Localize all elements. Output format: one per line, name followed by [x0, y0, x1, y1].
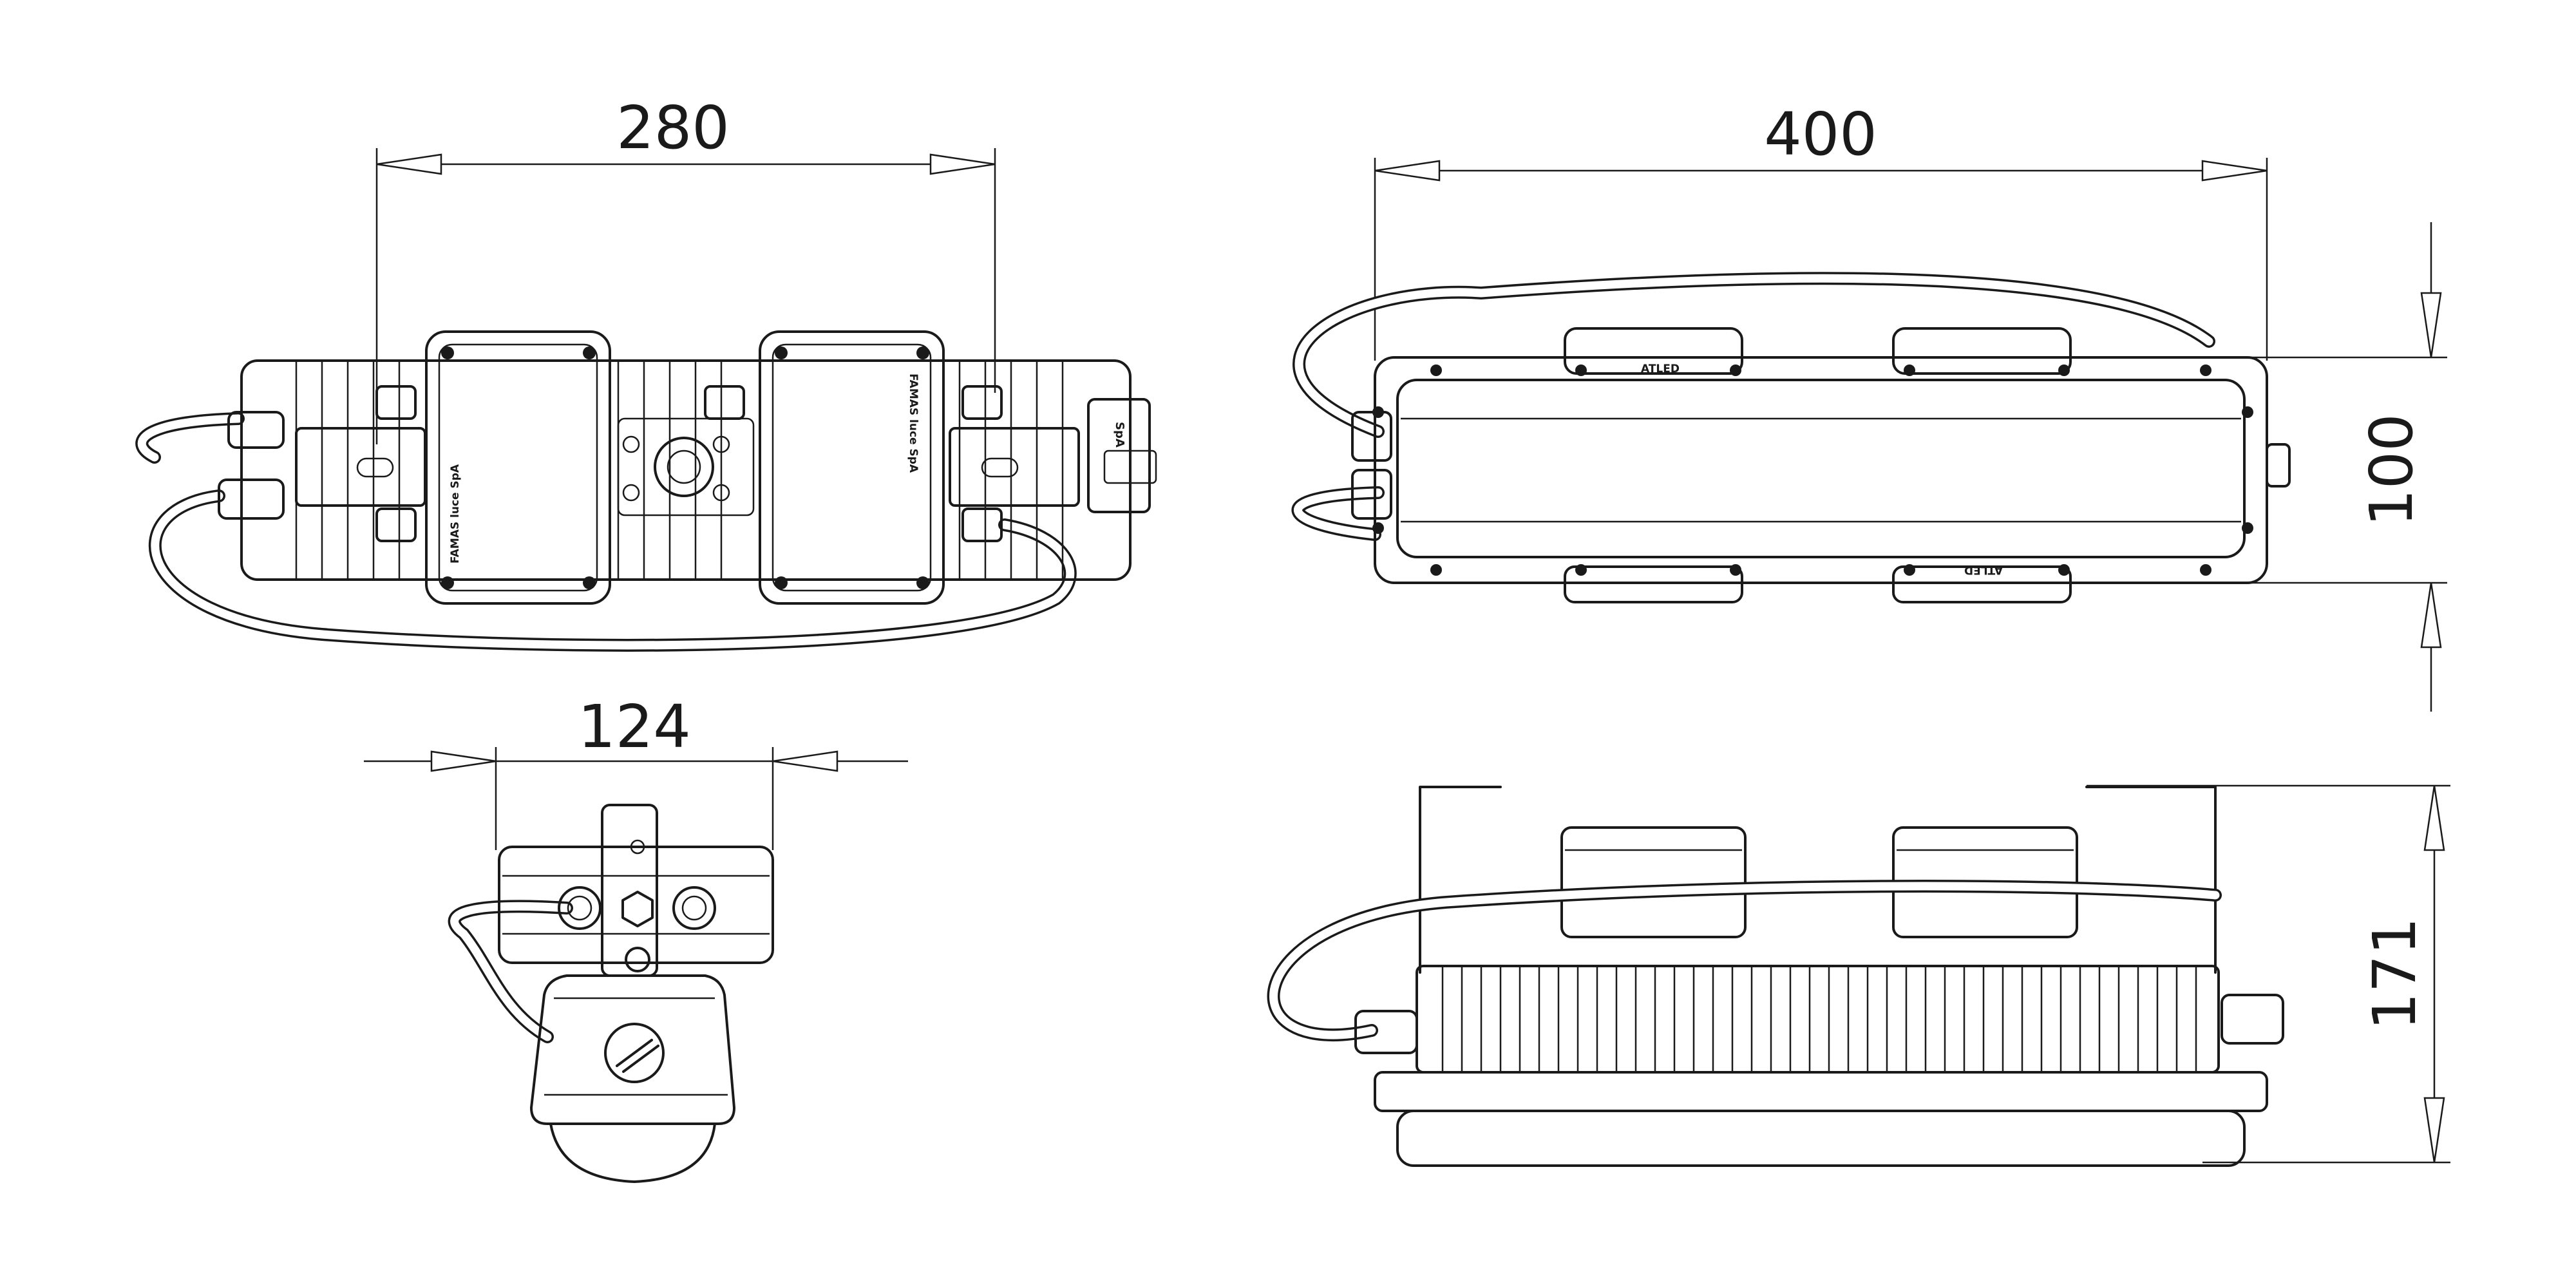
- front-view-tab-top-left: [1564, 327, 1743, 375]
- front-view-cable: [1291, 272, 2215, 541]
- top-view-cable-glands: [218, 385, 1003, 542]
- side-view-2-heatsink-fins: [1441, 966, 2197, 1072]
- brand-short-label: SpA: [1113, 422, 1126, 448]
- side-view-2-heatsink: [1416, 965, 2220, 1074]
- dimension-100: 100: [2215, 222, 2447, 712]
- side-view-cable: [448, 900, 573, 1043]
- top-view: 280 FAMAS luce SpA FAMAS luce SpA: [135, 93, 1157, 652]
- dimension-text-280: 280: [616, 93, 730, 162]
- top-view-cable: [135, 412, 1077, 652]
- side-view-body: [530, 974, 735, 1125]
- side-view-2-bracket-left: [1419, 786, 1502, 974]
- side-view-2-junction-box-left: [1560, 826, 1747, 938]
- side-view-2-gland-right: [2221, 994, 2284, 1045]
- side-view-knob: [604, 1023, 665, 1083]
- top-view-bracket-right: [949, 427, 1080, 507]
- top-view-body: [240, 359, 1132, 581]
- side-view-lens: [549, 1122, 716, 1183]
- side-view-2-gland-left: [1354, 1010, 1418, 1054]
- top-view-heatsink-fins: [295, 361, 1064, 580]
- front-view-tab-bottom-right: [1892, 565, 2072, 603]
- dimension-text-124: 124: [578, 692, 691, 761]
- dimension-280: 280: [375, 93, 996, 444]
- dimension-171: 171: [2087, 784, 2450, 1164]
- top-view-center-hub: [617, 417, 755, 516]
- side-view: 124: [364, 692, 908, 1183]
- side-view-gland-right: [672, 886, 716, 930]
- side-view-junction-box: [498, 846, 774, 964]
- dimension-text-100: 100: [2357, 413, 2426, 527]
- front-view: 400 100 ATLED ATLED: [1291, 100, 2447, 712]
- brand-label-left: FAMAS luce SpA: [449, 464, 462, 564]
- atled-label-bottom: ATLED: [1964, 564, 2003, 576]
- side-view-2: 171: [1267, 784, 2450, 1167]
- side-view-gland-left: [558, 886, 601, 930]
- top-view-end-connector: [1087, 398, 1151, 513]
- top-view-junction-box-right: [759, 330, 945, 605]
- front-view-housing: [1374, 356, 2268, 584]
- front-view-cable-glands: [1351, 411, 2291, 520]
- front-view-tab-top-right: [1892, 327, 2072, 375]
- dimension-text-400: 400: [1764, 100, 1877, 169]
- side-view-2-bracket-right: [2085, 786, 2217, 974]
- top-view-bracket-left: [295, 427, 426, 507]
- dimension-400: 400: [1374, 100, 2268, 361]
- atled-label-top: ATLED: [1641, 363, 1680, 375]
- front-view-screws: [1372, 365, 2253, 576]
- front-view-lens: [1396, 379, 2246, 558]
- dimension-124: 124: [364, 692, 908, 850]
- brand-label-right: FAMAS luce SpA: [907, 374, 920, 473]
- dimension-text-171: 171: [2360, 917, 2429, 1030]
- side-view-2-base: [1374, 1071, 2268, 1112]
- front-view-tab-bottom-left: [1564, 565, 1743, 603]
- side-view-2-lens: [1396, 1110, 2246, 1167]
